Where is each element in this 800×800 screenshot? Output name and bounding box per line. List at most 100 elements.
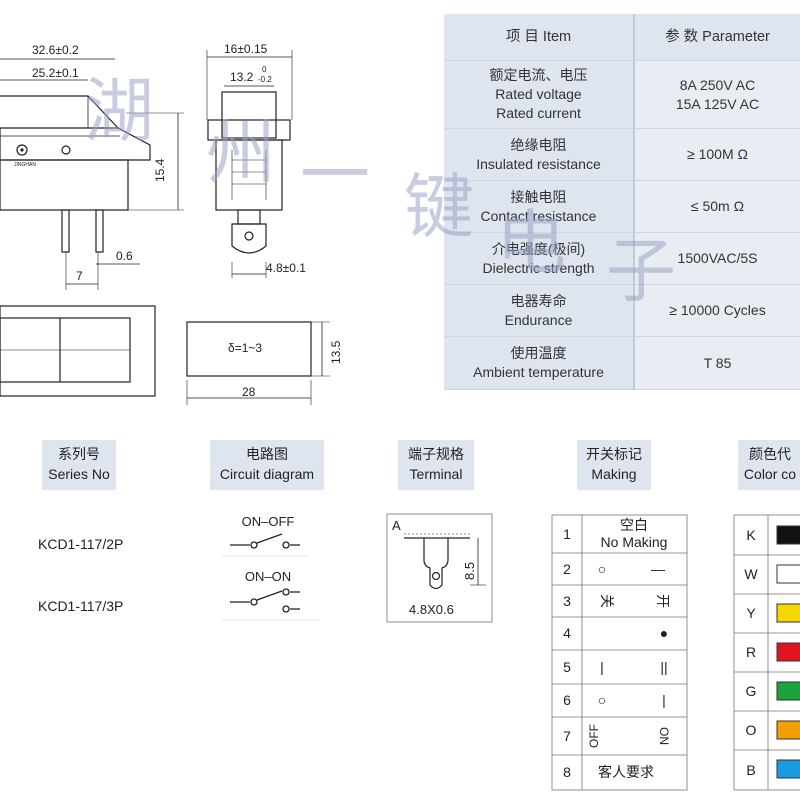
marking-no: 2	[563, 561, 571, 577]
spec-item-en: Rated current	[496, 105, 581, 121]
spec-param: ≥ 10000 Cycles	[634, 284, 800, 337]
marking-no: 7	[563, 728, 571, 744]
dim-overall-width: 32.6±0.2	[32, 43, 79, 57]
color-code: O	[746, 722, 757, 738]
marking-blank-en: No Making	[601, 534, 668, 550]
marking-right: |	[662, 692, 666, 708]
circuit-label: ON–ON	[245, 569, 291, 584]
watermark-char: 一	[300, 134, 370, 216]
spec-param: 1500VAC/5S	[634, 232, 800, 285]
marking-table: 1 2 3 4 5 6 7 8 空白 No Making ○ — 关 开 ● |…	[551, 514, 688, 791]
spec-param: ≥ 100M Ω	[634, 128, 800, 181]
terminal-header-cn: 端子规格	[408, 446, 464, 462]
color-table: K W Y R G O B	[733, 514, 800, 791]
color-code: R	[746, 644, 756, 660]
color-swatch	[776, 564, 800, 584]
spec-param: ≤ 50m Ω	[634, 180, 800, 233]
color-swatch	[776, 720, 800, 740]
dim-side-tol-upper: 0	[262, 65, 267, 74]
color-swatch	[776, 759, 800, 779]
watermark-char: 键	[404, 166, 474, 248]
circuit-header-en: Circuit diagram	[220, 466, 314, 482]
color-swatch	[776, 603, 800, 623]
color-code: G	[746, 683, 757, 699]
marking-right: 开	[655, 594, 671, 608]
marking-header-en: Making	[591, 466, 636, 482]
color-header-cn: 颜色代	[749, 446, 791, 462]
marking-left: OFF	[587, 724, 601, 748]
marking-left: |	[600, 659, 604, 675]
marking-right: ON	[657, 727, 671, 745]
circuit-on-on-symbol	[222, 588, 320, 621]
marking-right: —	[651, 561, 665, 577]
spec-item-cn: 电器寿命	[510, 292, 567, 309]
dim-side-width: 16±0.15	[224, 42, 268, 56]
spec-row: 绝缘电阻 Insulated resistance ≥ 100M Ω	[444, 128, 800, 181]
dim-cutout-width: 28	[242, 385, 256, 399]
spec-item-cn: 接触电阻	[510, 188, 567, 205]
color-header-en: Color co	[744, 466, 796, 482]
marking-blank-cn: 空白	[620, 517, 648, 533]
series-header-cn: 系列号	[58, 446, 100, 462]
marking-no: 8	[563, 764, 571, 780]
terminal-header-en: Terminal	[410, 466, 463, 482]
spec-item-en: Dielectric strength	[482, 259, 595, 276]
color-code: K	[746, 527, 756, 543]
marking-no: 4	[563, 625, 571, 641]
marking-no: 1	[563, 526, 571, 542]
dim-side-inner: 13.2	[230, 70, 254, 84]
dim-body-width: 25.2±0.1	[32, 66, 79, 80]
color-code: Y	[746, 605, 756, 621]
terminal-height: 8.5	[462, 562, 477, 580]
color-swatch	[776, 681, 800, 701]
terminal-diagram	[404, 533, 486, 590]
spec-param: 8A 250V AC	[679, 76, 756, 93]
dim-terminal-thickness: 0.6	[116, 249, 133, 263]
color-code: W	[744, 566, 758, 582]
marking-header-cn: 开关标记	[586, 446, 642, 462]
marking-no: 3	[563, 593, 571, 609]
spec-item-cn: 额定电流、电压	[489, 67, 588, 83]
spec-item-en: Insulated resistance	[476, 155, 601, 172]
spec-param: 15A 125V AC	[675, 95, 760, 112]
logo-text: JINGHAN	[14, 162, 36, 168]
spec-row: 使用温度 Ambient temperature T 85	[444, 336, 800, 390]
spec-item-cn: 使用温度	[510, 345, 567, 361]
specification-section: 系列号 Series No 电路图 Circuit diagram 端子规格 T…	[38, 440, 800, 791]
terminal-size: 4.8X0.6	[409, 602, 454, 617]
series-header-en: Series No	[48, 466, 110, 482]
spec-header-row: 项 目 Item 参 数 Parameter	[444, 14, 800, 61]
marking-no: 6	[563, 692, 571, 708]
marking-right: ●	[660, 625, 668, 641]
spec-item-cn: 绝缘电阻	[510, 136, 567, 153]
spec-item-en: Endurance	[504, 311, 573, 328]
dim-cutout-height: 13.5	[329, 340, 343, 364]
spec-param: T 85	[634, 336, 800, 390]
dim-panel-thickness: δ=1~3	[228, 341, 262, 355]
logo-icon	[16, 144, 28, 156]
spec-row: 接触电阻 Contact resistance ≤ 50m Ω	[444, 180, 800, 233]
terminal-type: A	[392, 518, 401, 533]
spec-row: 介电强度(极间) Dielectric strength 1500VAC/5S	[444, 232, 800, 285]
circuit-label: ON–OFF	[242, 514, 295, 529]
series-item: KCD1-117/3P	[38, 598, 123, 614]
marking-custom: 客人要求	[598, 764, 654, 780]
marking-left: 关	[599, 594, 615, 608]
dim-height: 15.4	[153, 158, 167, 182]
spec-item-en: Rated voltage	[495, 86, 582, 102]
spec-item-en: Ambient temperature	[473, 364, 604, 380]
technical-drawing: 32.6±0.2 25.2±0.1 15.4 7 0.6 16±0.15 13.…	[0, 42, 343, 405]
series-item: KCD1-117/2P	[38, 536, 123, 552]
color-swatch	[776, 525, 800, 545]
watermark-char: 电	[496, 202, 566, 284]
spec-item-en: Contact resistance	[480, 207, 597, 224]
spec-table: 项 目 Item 参 数 Parameter 额定电流、电压 Rated vol…	[444, 14, 800, 390]
marking-left: ○	[598, 561, 606, 577]
circuit-header-cn: 电路图	[246, 446, 288, 462]
spec-header-param: 参 数 Parameter	[634, 14, 800, 61]
watermark-char: 州	[206, 112, 276, 194]
marking-right: ||	[660, 659, 667, 675]
dim-side-tol-lower: -0.2	[258, 75, 272, 84]
dim-terminal-offset: 7	[76, 269, 83, 283]
watermark-char: 子	[606, 230, 676, 312]
